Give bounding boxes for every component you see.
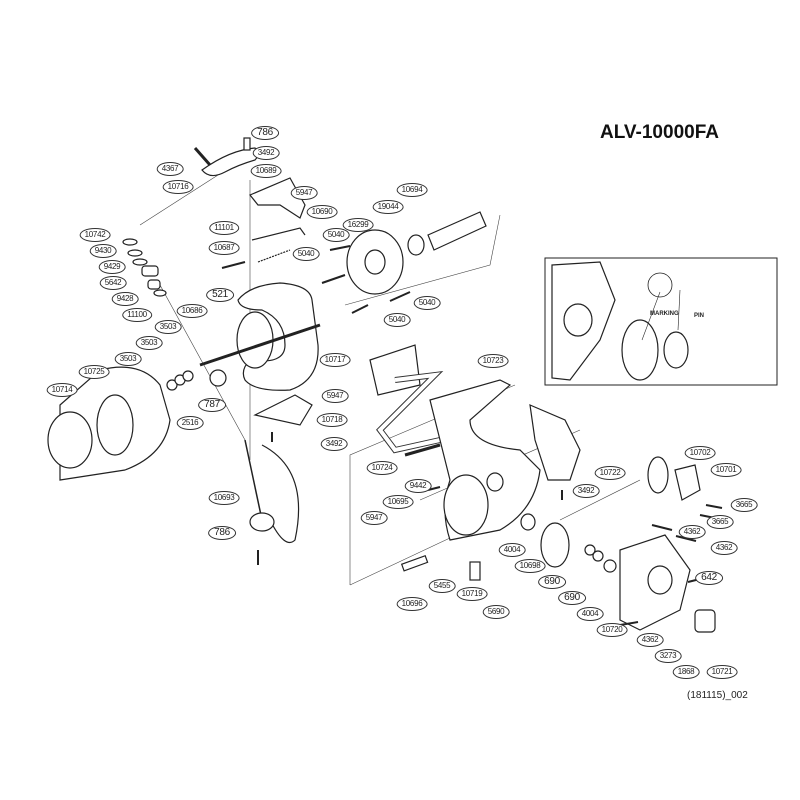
part-label[interactable]: 9428 bbox=[111, 292, 139, 306]
part-label[interactable]: 10721 bbox=[706, 665, 738, 679]
rotor-lower-cover bbox=[253, 394, 313, 426]
part-label[interactable]: 521 bbox=[206, 288, 234, 302]
spool-front bbox=[47, 411, 93, 469]
part-label[interactable]: 10716 bbox=[162, 180, 194, 194]
marking-label: MARKING bbox=[650, 311, 679, 317]
part-label[interactable]: 10718 bbox=[316, 413, 348, 427]
part-label[interactable]: 3492 bbox=[252, 146, 280, 160]
pin-label: PIN bbox=[694, 313, 705, 319]
washers bbox=[122, 238, 167, 297]
part-label[interactable]: 787 bbox=[198, 398, 226, 412]
part-label[interactable]: 10694 bbox=[396, 183, 428, 197]
diagram-code: (181115)_002 bbox=[687, 690, 748, 701]
part-label[interactable]: 5947 bbox=[360, 511, 388, 525]
part-label[interactable]: 10690 bbox=[306, 205, 338, 219]
part-label[interactable]: 10724 bbox=[366, 461, 398, 475]
pinion-gear bbox=[209, 369, 227, 387]
part-label[interactable]: 5040 bbox=[413, 296, 441, 310]
part-label[interactable]: 4004 bbox=[576, 607, 604, 621]
inset-gear-b bbox=[663, 331, 689, 369]
bearing bbox=[407, 234, 425, 256]
inset-gear-a bbox=[621, 319, 659, 381]
part-label[interactable]: 10719 bbox=[456, 587, 488, 601]
part-label[interactable]: 4362 bbox=[710, 541, 738, 555]
part-label[interactable]: 10722 bbox=[594, 466, 626, 480]
part-label[interactable]: 3492 bbox=[572, 484, 600, 498]
bail-trip bbox=[221, 261, 246, 269]
part-label[interactable]: 10686 bbox=[176, 304, 208, 318]
spring bbox=[257, 249, 291, 263]
part-label[interactable]: 4004 bbox=[498, 543, 526, 557]
part-label[interactable]: 11100 bbox=[122, 308, 152, 322]
part-label[interactable]: 690 bbox=[538, 575, 566, 589]
part-label[interactable]: 4362 bbox=[636, 633, 664, 647]
part-label[interactable]: 3503 bbox=[114, 352, 142, 366]
part-label[interactable]: 5690 bbox=[482, 605, 510, 619]
slider bbox=[674, 464, 701, 501]
part-label[interactable]: 10702 bbox=[684, 446, 716, 460]
part-label[interactable]: 10696 bbox=[396, 597, 428, 611]
part-label[interactable]: 9442 bbox=[404, 479, 432, 493]
part-label[interactable]: 3503 bbox=[135, 336, 163, 350]
part-label[interactable]: 10723 bbox=[477, 354, 509, 368]
part-label[interactable]: 3665 bbox=[730, 498, 758, 512]
part-label[interactable]: 5947 bbox=[290, 186, 318, 200]
part-label[interactable]: 5040 bbox=[322, 228, 350, 242]
part-label[interactable]: 786 bbox=[251, 126, 279, 140]
part-label[interactable]: 10720 bbox=[596, 623, 628, 637]
main-gear bbox=[540, 522, 570, 568]
part-label[interactable]: 2516 bbox=[176, 416, 204, 430]
part-label[interactable]: 1868 bbox=[672, 665, 700, 679]
part-label[interactable]: 3503 bbox=[154, 320, 182, 334]
part-label[interactable]: 10695 bbox=[382, 495, 414, 509]
part-label[interactable]: 3273 bbox=[654, 649, 682, 663]
part-label[interactable]: 10742 bbox=[79, 228, 111, 242]
part-label[interactable]: 10701 bbox=[710, 463, 742, 477]
part-label[interactable]: 5455 bbox=[428, 579, 456, 593]
part-label[interactable]: 5642 bbox=[99, 276, 127, 290]
model-title: ALV-10000FA bbox=[600, 122, 719, 143]
stopper bbox=[469, 561, 481, 581]
screw bbox=[243, 137, 251, 151]
part-label[interactable]: 786 bbox=[208, 526, 236, 540]
body-flange bbox=[443, 474, 489, 536]
part-label[interactable]: 10689 bbox=[250, 164, 282, 178]
handle-cap bbox=[694, 609, 716, 633]
part-label[interactable]: 19044 bbox=[372, 200, 404, 214]
line-roller bbox=[249, 512, 275, 532]
rotor-face bbox=[236, 311, 274, 369]
part-label[interactable]: 3665 bbox=[706, 515, 734, 529]
part-label[interactable]: 3492 bbox=[320, 437, 348, 451]
part-label[interactable]: 10687 bbox=[208, 241, 240, 255]
handle bbox=[369, 344, 421, 396]
part-label[interactable]: 5040 bbox=[292, 247, 320, 261]
part-label[interactable]: 4362 bbox=[678, 525, 706, 539]
line-roller-cover bbox=[249, 177, 306, 219]
part-label[interactable]: 10725 bbox=[78, 365, 110, 379]
part-label[interactable]: 9429 bbox=[98, 260, 126, 274]
pinion-shaft bbox=[427, 211, 487, 251]
part-label[interactable]: 642 bbox=[695, 571, 723, 585]
bail-arm-cover bbox=[201, 147, 260, 177]
bail-wire bbox=[251, 227, 306, 241]
part-label[interactable]: 10714 bbox=[46, 383, 78, 397]
part-label[interactable]: 5947 bbox=[321, 389, 349, 403]
part-label[interactable]: 10717 bbox=[319, 353, 351, 367]
part-label[interactable]: 10693 bbox=[208, 491, 240, 505]
part-label[interactable]: 16299 bbox=[342, 218, 374, 232]
part-label[interactable]: 10698 bbox=[514, 559, 546, 573]
part-label[interactable]: 690 bbox=[558, 591, 586, 605]
part-label[interactable]: 9430 bbox=[89, 244, 117, 258]
part-label[interactable]: 11101 bbox=[209, 221, 239, 235]
oscillating-gear bbox=[647, 456, 669, 494]
part-label[interactable]: 4367 bbox=[156, 162, 184, 176]
body-cover bbox=[529, 404, 581, 481]
part-label[interactable]: 5040 bbox=[383, 313, 411, 327]
